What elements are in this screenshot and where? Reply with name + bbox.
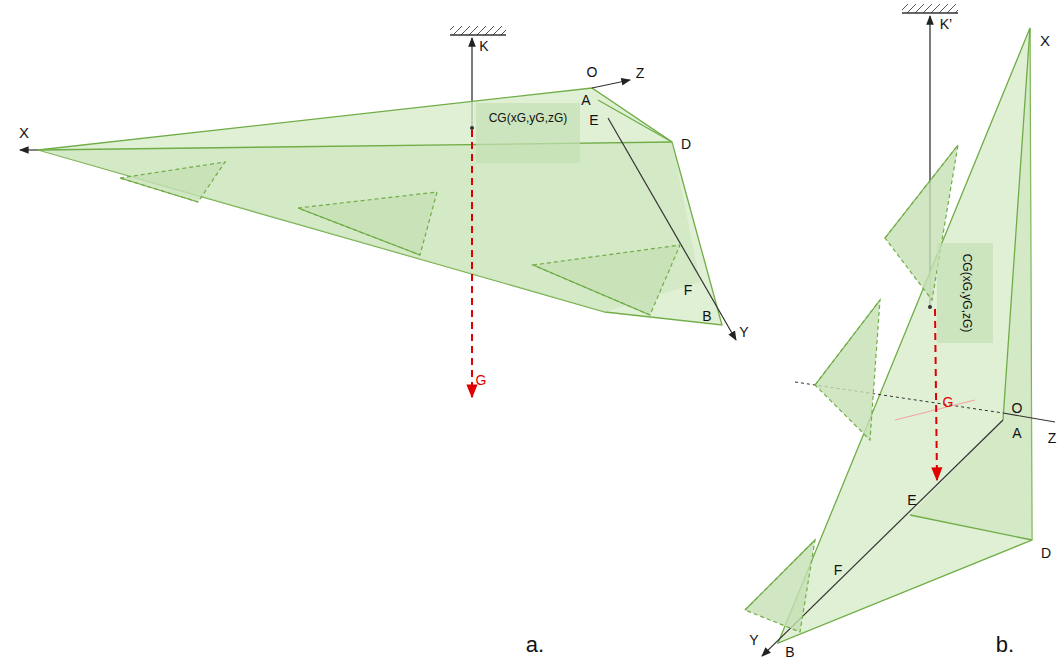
axis-label: Z	[636, 66, 645, 80]
point-label: E	[589, 113, 598, 127]
centroid-label: CG(xG,yG,zG)	[961, 254, 973, 333]
weight-label: G	[943, 395, 954, 409]
point-label: D	[1041, 546, 1051, 560]
centroid-label: CG(xG,yG,zG)	[489, 112, 568, 124]
axis-label: Z	[1048, 431, 1057, 445]
panel-b	[745, 4, 1055, 656]
axis-label: Y	[749, 633, 758, 647]
point-label: B	[785, 645, 794, 659]
axis-label: Y	[739, 325, 748, 339]
point-label: B	[702, 309, 711, 323]
point-label: F	[834, 563, 843, 577]
point-label: D	[681, 137, 691, 151]
point-label: A	[581, 93, 590, 107]
point-label: A	[1012, 426, 1021, 440]
panel-a	[20, 26, 736, 397]
axis-label: X	[1040, 33, 1050, 48]
point-label: K	[479, 39, 488, 53]
point-label: O	[587, 65, 598, 79]
panel-label: b.	[996, 634, 1014, 656]
point-label: F	[684, 283, 693, 297]
point-label: K’	[940, 17, 952, 31]
point-label: O	[1012, 401, 1023, 415]
point-label: E	[907, 493, 916, 507]
weight-label: G	[476, 373, 487, 387]
axis-label: X	[19, 125, 29, 140]
panel-label: a.	[526, 634, 544, 656]
